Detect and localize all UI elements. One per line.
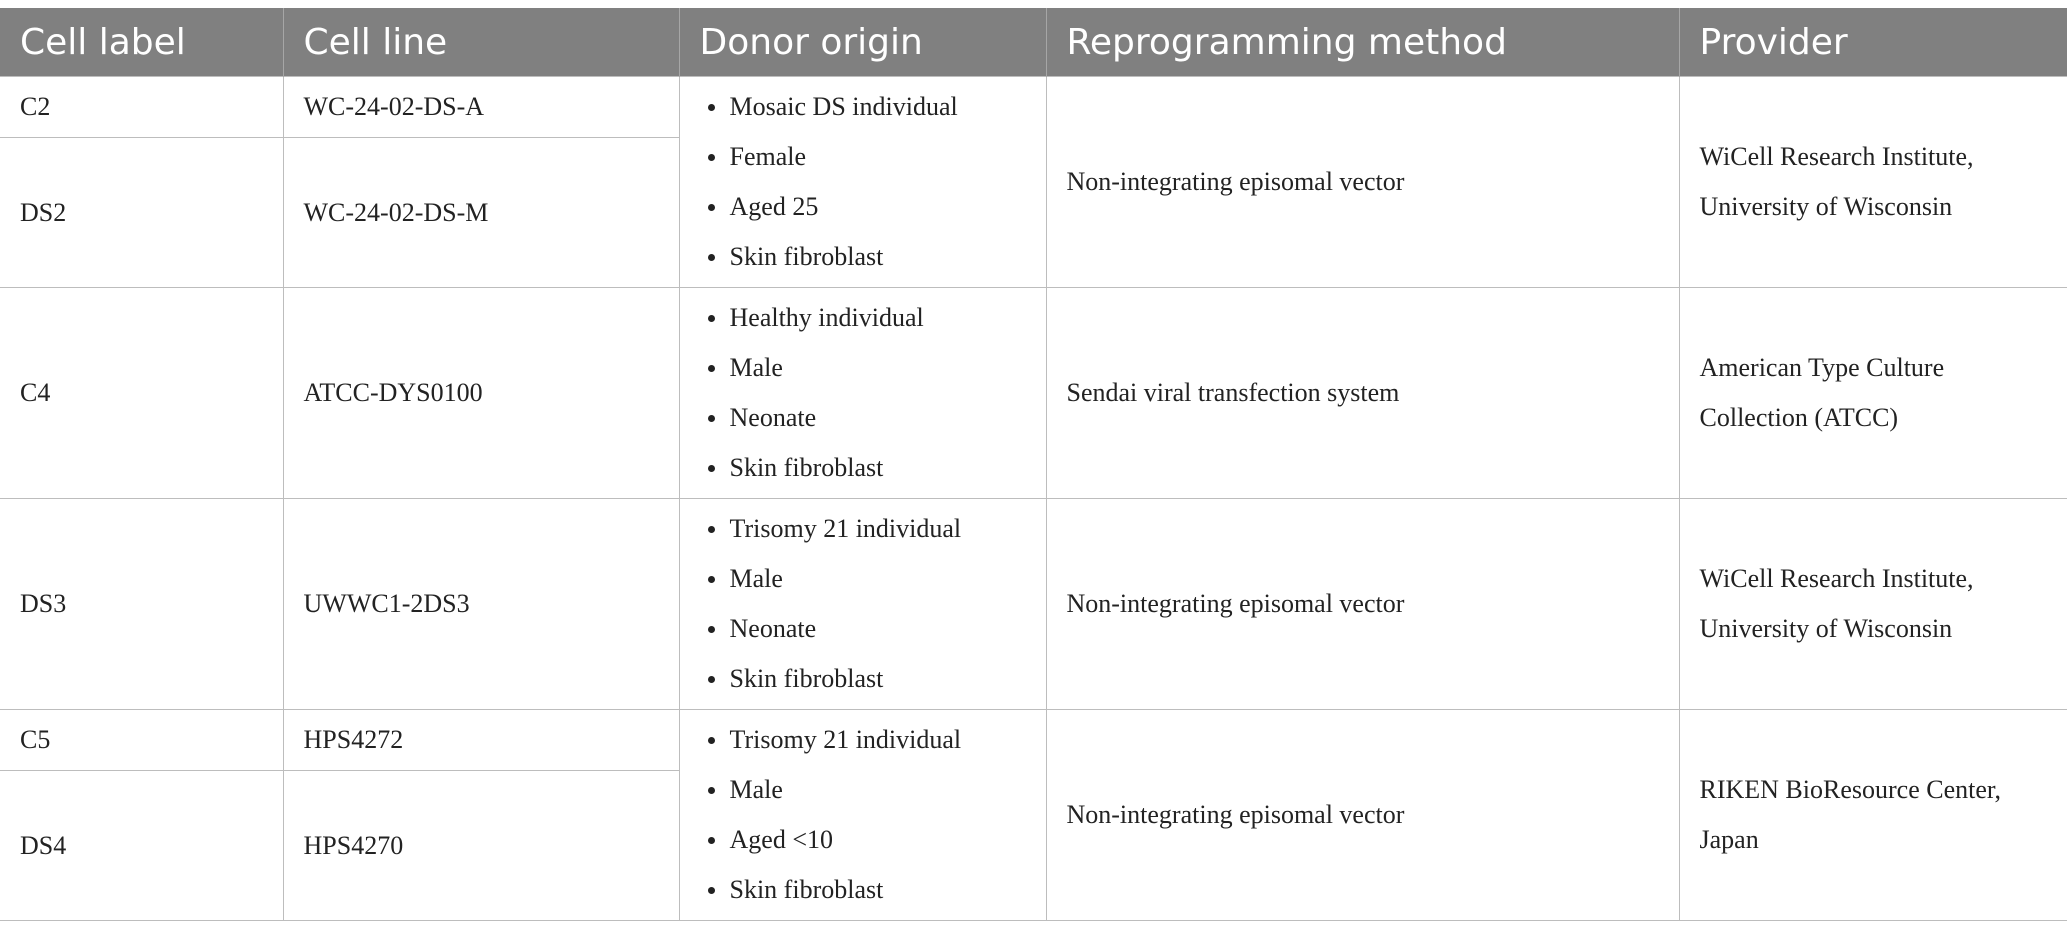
header-cell-line: Cell line bbox=[283, 8, 680, 77]
list-item: Male bbox=[707, 343, 1026, 393]
table-row: C5 HPS4272 Trisomy 21 individual Male Ag… bbox=[0, 709, 2067, 921]
cell-label: DS3 bbox=[0, 498, 284, 710]
provider: American Type Culture Collection (ATCC) bbox=[1678, 287, 2067, 499]
reprogramming-method: Non-integrating episomal vector bbox=[1045, 709, 1680, 921]
reprogramming-method: Sendai viral transfection system bbox=[1045, 287, 1680, 499]
list-item: Skin fibroblast bbox=[707, 443, 1026, 493]
cell-label: C5 bbox=[0, 709, 284, 771]
provider-text: WiCell Research Institute, University of… bbox=[1699, 142, 1974, 221]
reprogramming-method: Non-integrating episomal vector bbox=[1045, 76, 1680, 288]
header-cell-label: Cell label bbox=[0, 8, 284, 77]
list-item: Male bbox=[707, 554, 1026, 604]
cell-line: WC-24-02-DS-M bbox=[282, 137, 679, 288]
cell-line: ATCC-DYS0100 bbox=[282, 287, 680, 499]
list-item: Trisomy 21 individual bbox=[707, 715, 1026, 765]
cell-line: HPS4270 bbox=[282, 770, 679, 921]
donor-origin: Mosaic DS individual Female Aged 25 Skin… bbox=[678, 76, 1047, 288]
provider: WiCell Research Institute, University of… bbox=[1678, 498, 2067, 710]
donor-origin-list: Mosaic DS individual Female Aged 25 Skin… bbox=[700, 82, 1026, 282]
cell-label: C4 bbox=[0, 287, 284, 499]
donor-origin-list: Healthy individual Male Neonate Skin fib… bbox=[700, 293, 1026, 493]
list-item: Skin fibroblast bbox=[707, 232, 1026, 282]
list-item: Aged 25 bbox=[707, 182, 1026, 232]
header-donor-origin: Donor origin bbox=[679, 8, 1047, 77]
cell-label: DS4 bbox=[0, 770, 284, 921]
donor-origin: Trisomy 21 individual Male Neonate Skin … bbox=[678, 498, 1047, 710]
donor-origin: Healthy individual Male Neonate Skin fib… bbox=[678, 287, 1047, 499]
table-row: DS2 WC-24-02-DS-M bbox=[0, 137, 2067, 288]
list-item: Male bbox=[707, 765, 1026, 815]
cell-line-table: Cell label Cell line Donor origin Reprog… bbox=[0, 8, 2067, 921]
list-item: Healthy individual bbox=[707, 293, 1026, 343]
cell-label: C2 bbox=[0, 76, 284, 138]
cell-line: WC-24-02-DS-A bbox=[282, 76, 680, 138]
list-item: Skin fibroblast bbox=[707, 654, 1026, 704]
provider-text: American Type Culture Collection (ATCC) bbox=[1699, 353, 1945, 432]
cell-label: DS2 bbox=[0, 137, 284, 288]
table-row: C4 ATCC-DYS0100 Healthy individual Male … bbox=[0, 287, 2067, 499]
list-item: Neonate bbox=[707, 393, 1026, 443]
provider-text: WiCell Research Institute, University of… bbox=[1699, 564, 1974, 643]
list-item: Mosaic DS individual bbox=[707, 82, 1026, 132]
table-row: C2 WC-24-02-DS-A Mosaic DS individual Fe… bbox=[0, 76, 2067, 288]
list-item: Neonate bbox=[707, 604, 1026, 654]
reprogramming-method: Non-integrating episomal vector bbox=[1045, 498, 1680, 710]
list-item: Aged <10 bbox=[707, 815, 1026, 865]
table-row: DS4 HPS4270 bbox=[0, 770, 2067, 921]
table-row: DS3 UWWC1-2DS3 Trisomy 21 individual Mal… bbox=[0, 498, 2067, 710]
cell-line: UWWC1-2DS3 bbox=[282, 498, 680, 710]
header-reprogramming-method: Reprogramming method bbox=[1046, 8, 1680, 77]
provider-text: RIKEN BioResource Center, Japan bbox=[1699, 775, 2002, 854]
header-row: Cell label Cell line Donor origin Reprog… bbox=[0, 8, 2067, 77]
cell-line: HPS4272 bbox=[282, 709, 680, 771]
donor-origin: Trisomy 21 individual Male Aged <10 Skin… bbox=[678, 709, 1047, 921]
donor-origin-list: Trisomy 21 individual Male Neonate Skin … bbox=[700, 504, 1026, 704]
header-provider: Provider bbox=[1679, 8, 2067, 77]
provider: RIKEN BioResource Center, Japan bbox=[1678, 709, 2067, 921]
provider: WiCell Research Institute, University of… bbox=[1678, 76, 2067, 288]
list-item: Trisomy 21 individual bbox=[707, 504, 1026, 554]
list-item: Skin fibroblast bbox=[707, 865, 1026, 915]
donor-origin-list: Trisomy 21 individual Male Aged <10 Skin… bbox=[700, 715, 1026, 915]
list-item: Female bbox=[707, 132, 1026, 182]
